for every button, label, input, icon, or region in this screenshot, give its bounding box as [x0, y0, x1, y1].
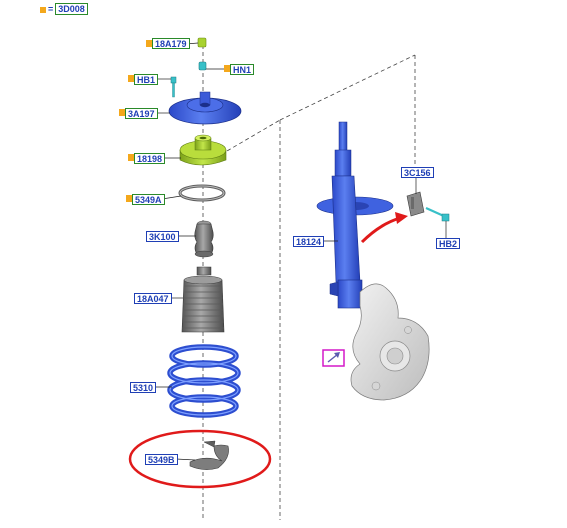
nut-18A179[interactable] — [197, 37, 207, 48]
callout-HB2[interactable]: HB2 — [436, 238, 461, 249]
legend: =3D008 — [40, 3, 88, 15]
callout-HB1[interactable]: HB1 — [134, 74, 159, 85]
bump-stop-3K100[interactable] — [194, 220, 214, 258]
spring-seat-5349A[interactable] — [178, 184, 226, 202]
top-mount-3A197[interactable] — [168, 91, 242, 125]
callout-5349B[interactable]: 5349B — [145, 454, 178, 465]
bullet-5349A — [126, 195, 132, 202]
dust-boot-18A047[interactable] — [181, 266, 225, 333]
spring-seat-5349B[interactable] — [189, 440, 229, 470]
link-indicator-icon[interactable] — [322, 349, 345, 367]
bolt-HB1[interactable] — [170, 76, 177, 98]
callout-5349A[interactable]: 5349A — [132, 194, 165, 205]
callout-5310[interactable]: 5310 — [130, 382, 157, 393]
callout-18A179[interactable]: 18A179 — [152, 38, 190, 49]
callout-3K100[interactable]: 3K100 — [146, 231, 179, 242]
strut-18124[interactable] — [316, 121, 394, 309]
bearing-18198[interactable] — [179, 134, 227, 166]
callout-3C156[interactable]: 3C156 — [401, 167, 434, 178]
highlight-circle — [128, 429, 272, 489]
legend-equals: = — [48, 4, 54, 14]
bullet-18A179 — [146, 40, 152, 47]
coil-spring-highlight — [169, 346, 239, 416]
callout-18A047[interactable]: 18A047 — [134, 293, 172, 304]
bullet-18198 — [128, 154, 134, 161]
steering-knuckle — [350, 283, 430, 401]
bullet-HN1 — [224, 65, 230, 72]
callout-18198[interactable]: 18198 — [134, 153, 166, 164]
bullet-3A197 — [119, 109, 125, 116]
bullet-HB1 — [128, 75, 134, 82]
coil-spring-5310[interactable] — [167, 344, 241, 418]
callout-18124[interactable]: 18124 — [293, 236, 325, 247]
nut-HN1[interactable] — [198, 61, 207, 71]
legend-bullet — [40, 6, 46, 13]
bracket-3C156[interactable] — [406, 191, 425, 217]
legend-code[interactable]: 3D008 — [55, 3, 88, 15]
red-arrow-icon — [360, 216, 401, 244]
callout-HN1[interactable]: HN1 — [230, 64, 255, 75]
bolt-HB2[interactable] — [425, 206, 450, 222]
callout-3A197[interactable]: 3A197 — [125, 108, 158, 119]
